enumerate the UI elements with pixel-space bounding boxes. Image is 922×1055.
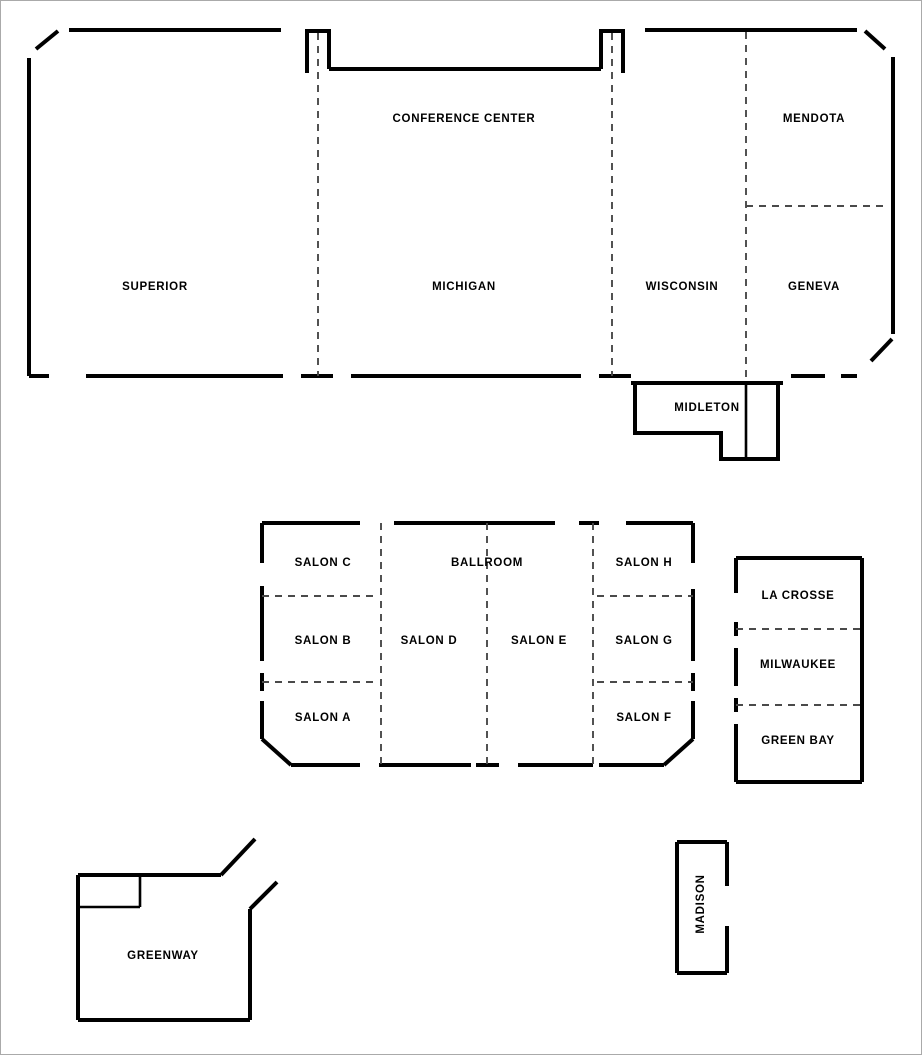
midleton-outline bbox=[633, 383, 780, 461]
label-salon-g: SALON G bbox=[615, 635, 672, 647]
label-wisconsin: WISCONSIN bbox=[646, 281, 719, 293]
label-green-bay: GREEN BAY bbox=[761, 735, 835, 747]
label-madison: MADISON bbox=[695, 874, 707, 933]
label-ballroom: BALLROOM bbox=[451, 557, 523, 569]
ballroom-section-walls bbox=[260, 521, 695, 767]
label-conference-center: CONFERENCE CENTER bbox=[393, 113, 536, 125]
label-salon-c: SALON C bbox=[295, 557, 352, 569]
label-salon-a: SALON A bbox=[295, 712, 351, 724]
label-geneva: GENEVA bbox=[788, 281, 840, 293]
label-salon-e: SALON E bbox=[511, 635, 567, 647]
greenway-walls bbox=[76, 837, 279, 1022]
notch-west bbox=[305, 29, 331, 73]
ballroom-se-chamfer bbox=[662, 737, 695, 767]
label-midleton: MIDLETON bbox=[674, 402, 739, 414]
upper-section-walls bbox=[27, 28, 895, 461]
upper-ne-chamfer bbox=[863, 29, 887, 51]
label-michigan: MICHIGAN bbox=[432, 281, 496, 293]
greenway-north-diagonal bbox=[219, 837, 257, 877]
east-block-walls bbox=[734, 556, 864, 784]
superior-nw-chamfer bbox=[34, 29, 60, 51]
label-mendota: MENDOTA bbox=[783, 113, 845, 125]
label-salon-h: SALON H bbox=[616, 557, 673, 569]
label-la-crosse: LA CROSSE bbox=[762, 590, 835, 602]
label-greenway: GREENWAY bbox=[127, 950, 199, 962]
label-salon-b: SALON B bbox=[295, 635, 352, 647]
ballroom-sw-chamfer bbox=[260, 737, 293, 767]
madison-walls bbox=[675, 840, 729, 975]
label-salon-f: SALON F bbox=[616, 712, 671, 724]
label-superior: SUPERIOR bbox=[122, 281, 188, 293]
upper-se-chamfer bbox=[869, 337, 894, 363]
label-salon-d: SALON D bbox=[401, 635, 458, 647]
notch-east bbox=[599, 29, 625, 73]
label-milwaukee: MILWAUKEE bbox=[760, 659, 836, 671]
greenway-ne-diagonal bbox=[248, 880, 279, 911]
room-labels: CONFERENCE CENTER SUPERIOR MICHIGAN WISC… bbox=[122, 113, 845, 962]
